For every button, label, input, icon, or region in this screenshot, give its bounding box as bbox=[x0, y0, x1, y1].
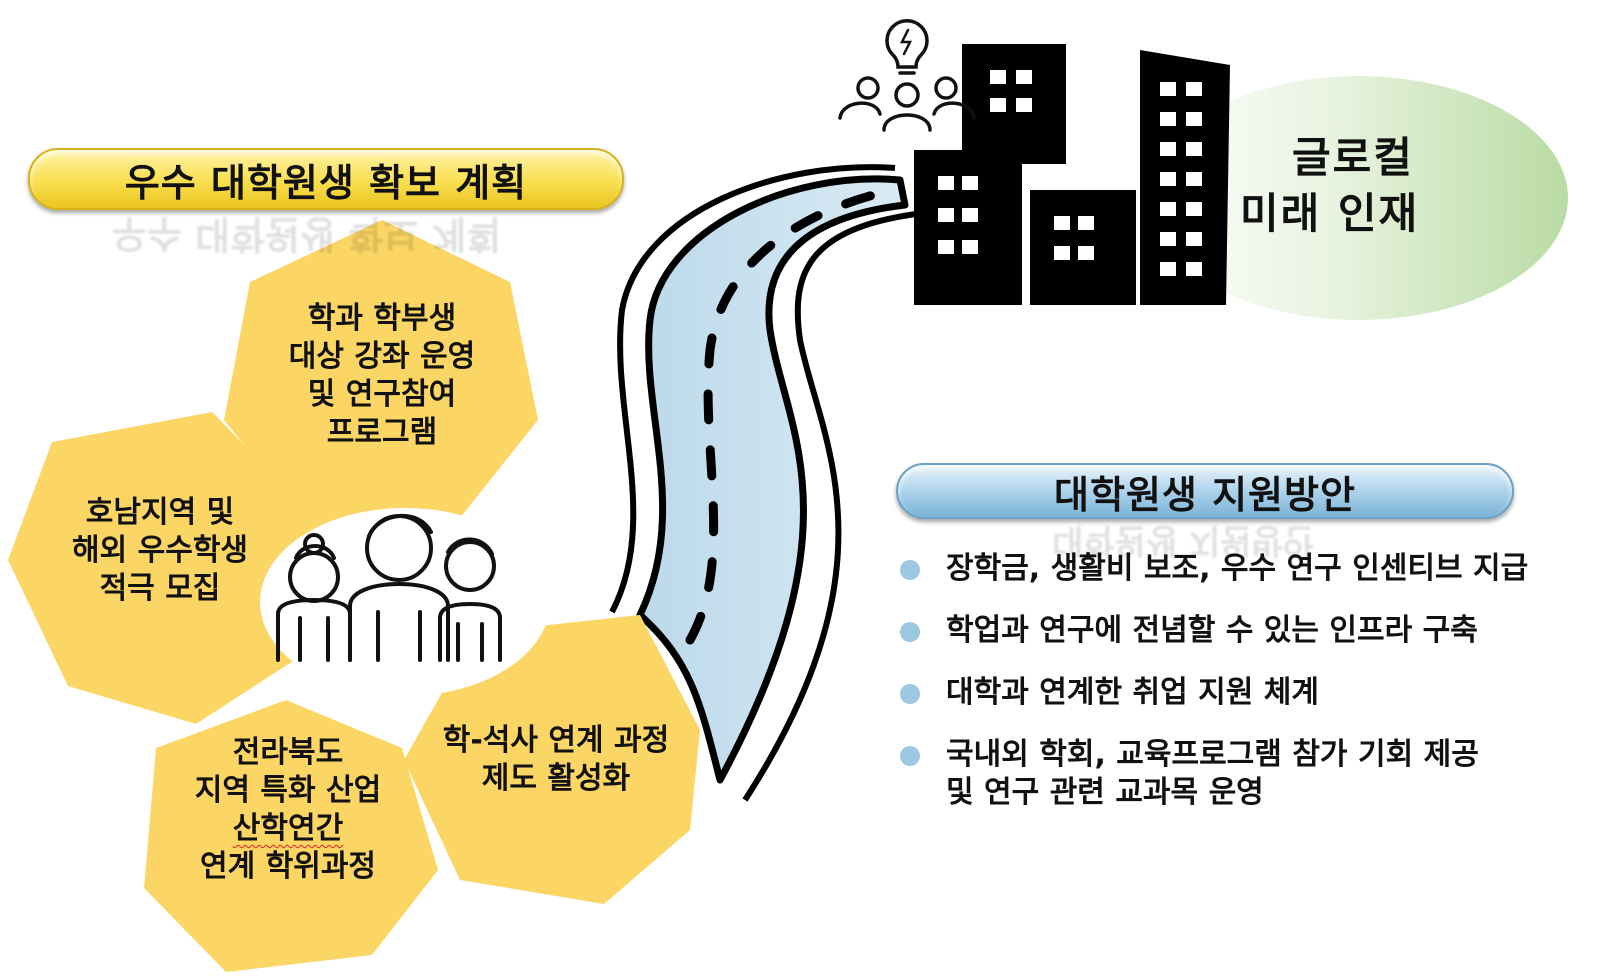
left-title: 우수 대학원생 확보 계획 bbox=[124, 160, 528, 205]
hex3-line-1: 전라북도 bbox=[232, 735, 344, 770]
hex2-line-3: 적극 모집 bbox=[99, 571, 221, 606]
bullet-dot-icon bbox=[900, 560, 920, 580]
hex3-line-2: 지역 특화 산업 bbox=[194, 773, 382, 808]
lightbulb-icon bbox=[885, 18, 929, 75]
hex3-line-3: 산학연간 bbox=[232, 811, 344, 846]
hexagon-1 bbox=[224, 220, 538, 528]
bullet-dot-icon bbox=[900, 684, 920, 704]
support-item-1: 장학금, 생활비 보조, 우수 연구 인센티브 지급 bbox=[946, 551, 1529, 586]
hexagon-2 bbox=[8, 412, 318, 724]
hex2-line-1: 호남지역 및 bbox=[85, 495, 235, 530]
hex1-line-2: 대상 강좌 운영 bbox=[288, 339, 476, 374]
support-item-4-cont: 및 연구 관련 교과목 운영 bbox=[946, 775, 1264, 810]
goal-line-1: 글로컬 bbox=[1292, 133, 1414, 182]
hex2-line-2: 해외 우수학생 bbox=[71, 533, 249, 568]
right-title-pill: 대학원생 지원방안 bbox=[896, 463, 1514, 519]
hex3-line-4: 연계 학위과정 bbox=[199, 849, 377, 884]
goal-text: 글로컬 미래 인재 bbox=[1240, 130, 1420, 242]
right-title: 대학원생 지원방안 bbox=[1054, 472, 1356, 517]
support-item-4: 국내외 학회, 교육프로그램 참가 기회 제공 bbox=[946, 737, 1479, 772]
hexagon-4-text: 학-석사 연계 과정 제도 활성화 bbox=[418, 722, 694, 798]
goal-line-2: 미래 인재 bbox=[1240, 189, 1420, 238]
support-item-2: 학업과 연구에 전념할 수 있는 인프라 구축 bbox=[946, 613, 1478, 648]
hex1-line-3: 및 연구참여 bbox=[307, 377, 457, 412]
hexagon-1-text: 학과 학부생 대상 강좌 운영 및 연구참여 프로그램 bbox=[256, 300, 508, 452]
hex1-line-4: 프로그램 bbox=[326, 415, 438, 450]
hexagon-2-text: 호남지역 및 해외 우수학생 적극 모집 bbox=[40, 494, 280, 608]
support-item-3: 대학과 연계한 취업 지원 체계 bbox=[946, 675, 1319, 710]
list-item: 학업과 연구에 전념할 수 있는 인프라 구축 bbox=[900, 612, 1528, 650]
hexagon-3 bbox=[144, 700, 438, 972]
left-title-pill: 우수 대학원생 확보 계획 bbox=[28, 148, 624, 210]
list-item: 대학과 연계한 취업 지원 체계 bbox=[900, 674, 1528, 712]
bullet-dot-icon bbox=[900, 746, 920, 766]
hex4-line-1: 학-석사 연계 과정 bbox=[442, 723, 670, 758]
hexagon-3-text: 전라북도 지역 특화 산업 산학연간 연계 학위과정 bbox=[160, 734, 416, 886]
bullet-dot-icon bbox=[900, 622, 920, 642]
left-title-reflection: 우수 대학원생 확보 계획 bbox=[112, 212, 502, 256]
hex4-line-2: 제도 활성화 bbox=[481, 761, 631, 796]
list-item: 장학금, 생활비 보조, 우수 연구 인센티브 지급 bbox=[900, 550, 1528, 588]
list-item: 국내외 학회, 교육프로그램 참가 기회 제공 및 연구 관련 교과목 운영 bbox=[900, 736, 1528, 812]
support-list: 장학금, 생활비 보조, 우수 연구 인센티브 지급 학업과 연구에 전념할 수… bbox=[900, 550, 1528, 812]
hex1-line-1: 학과 학부생 bbox=[307, 301, 457, 336]
hexagon-4 bbox=[404, 615, 700, 904]
people-group-icon bbox=[276, 514, 502, 662]
